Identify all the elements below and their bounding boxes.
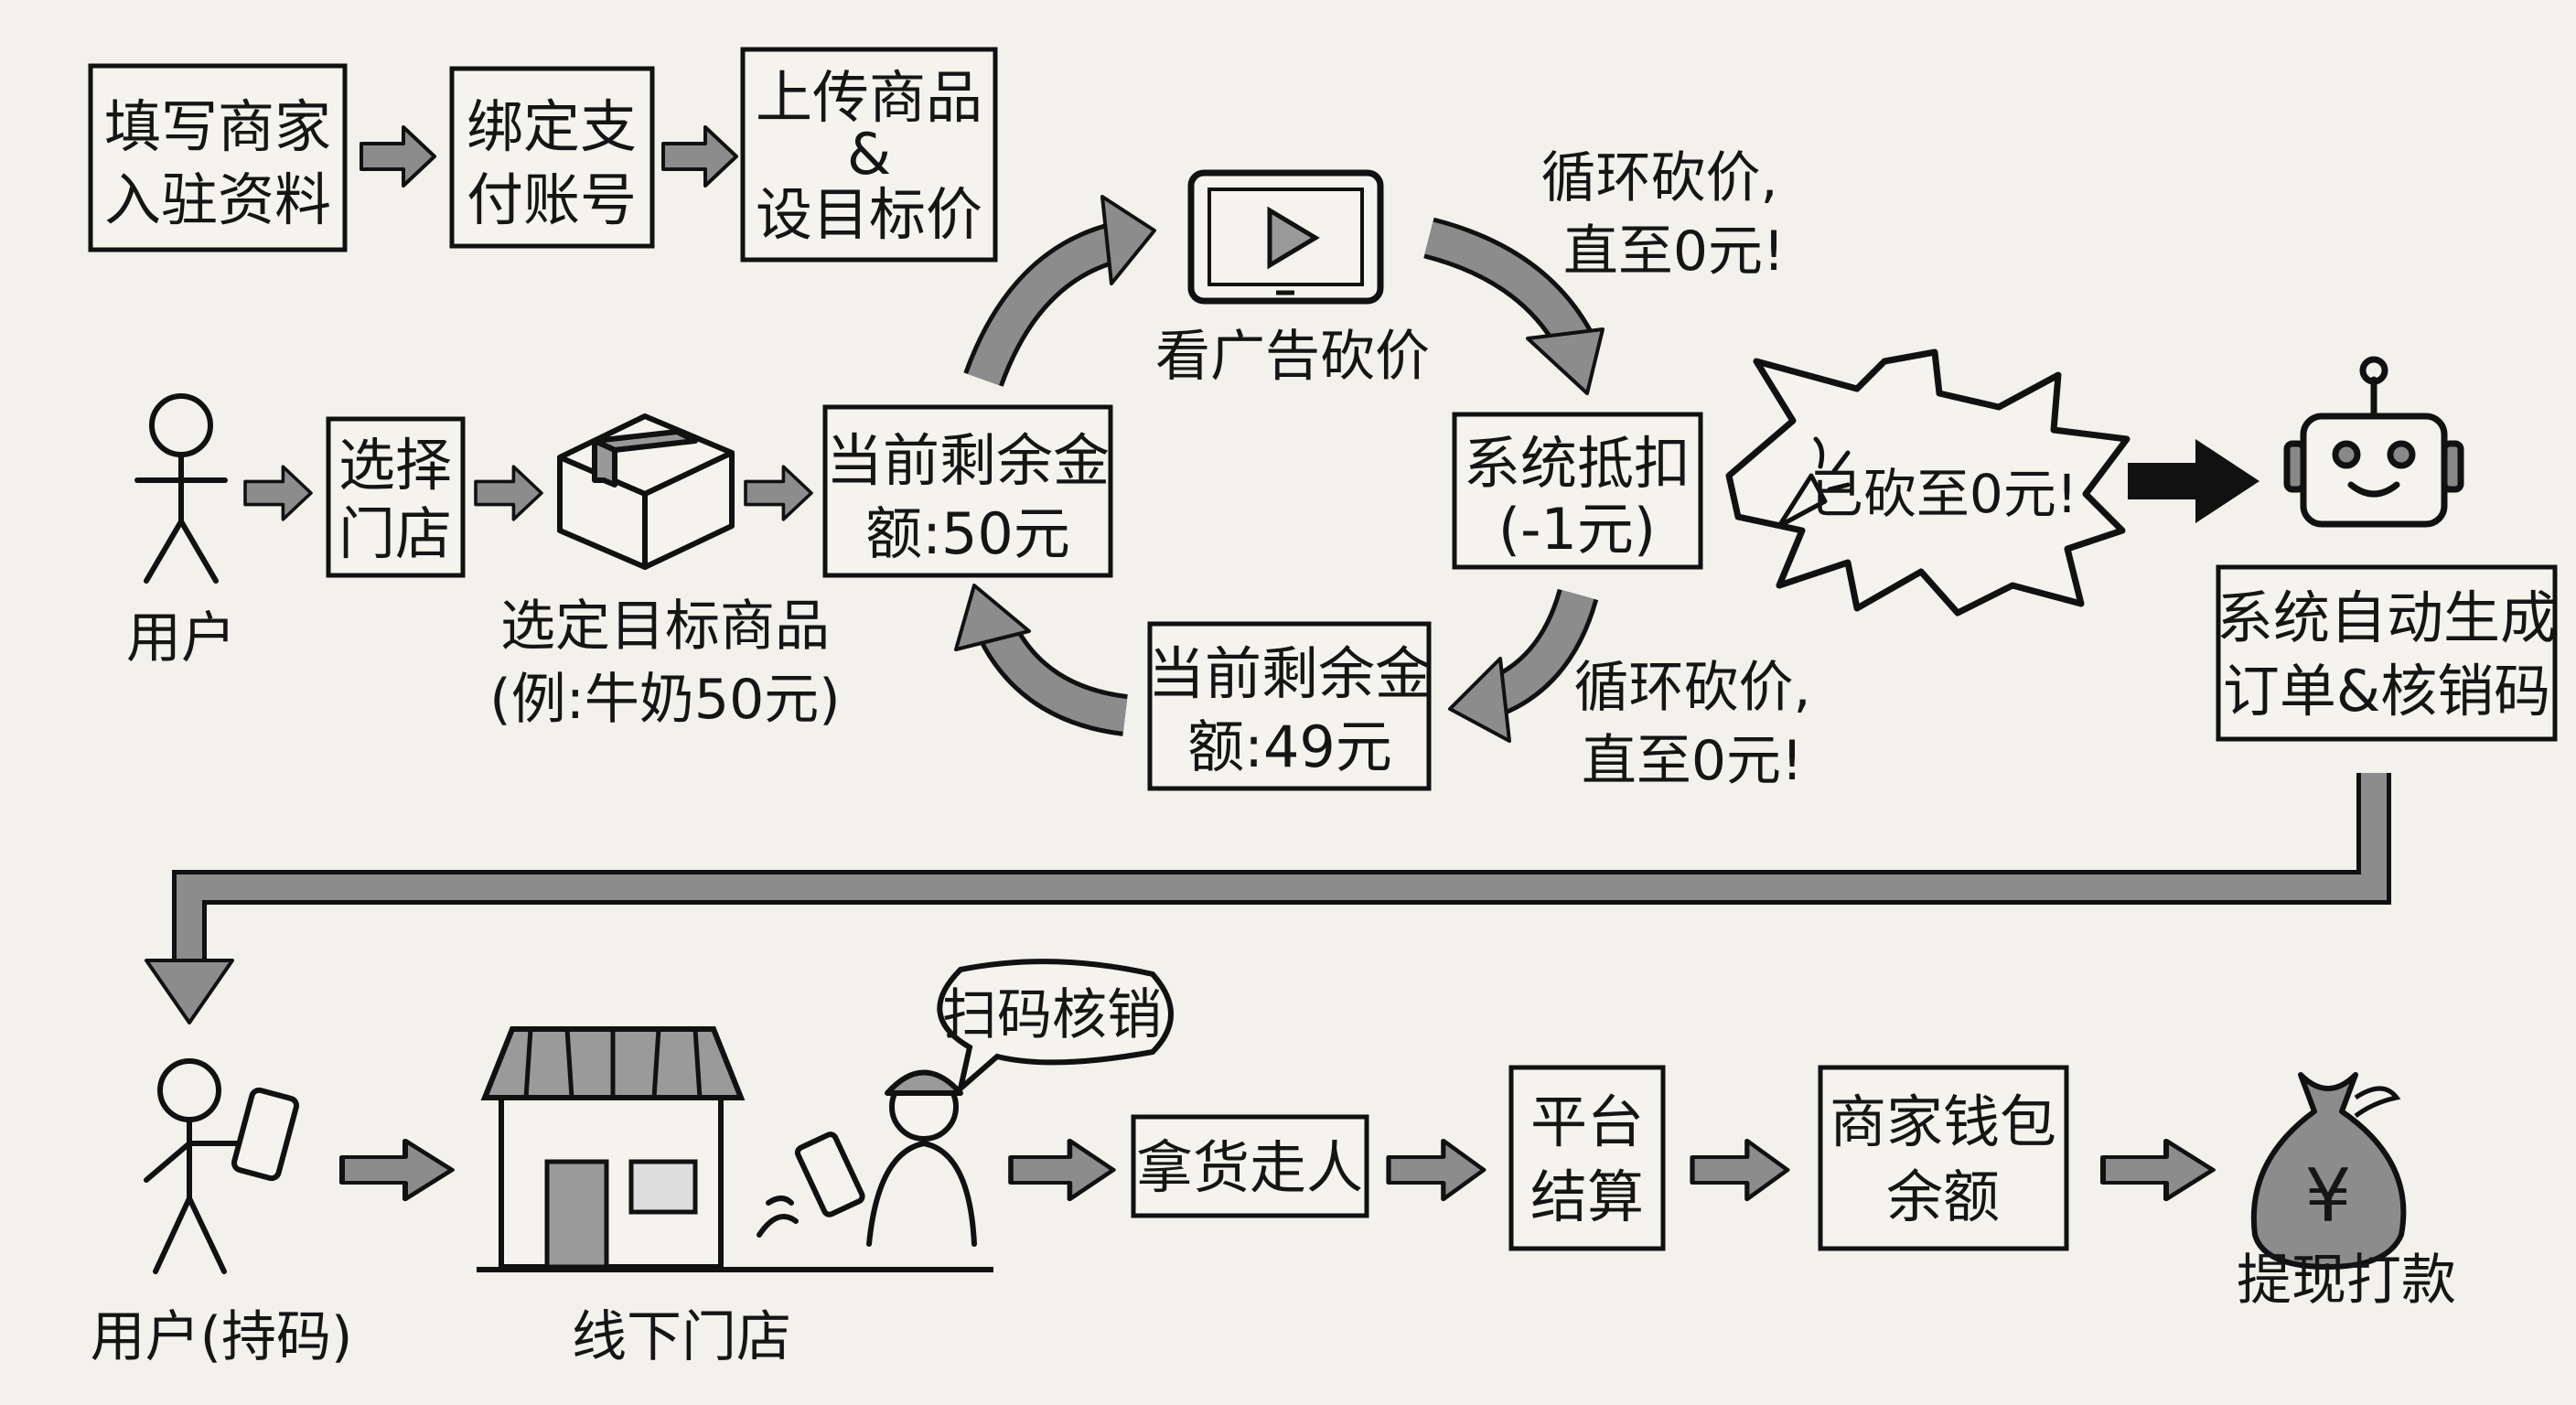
- svg-text:付账号: 付账号: [467, 166, 637, 233]
- svg-text:绑定支: 绑定支: [467, 93, 637, 160]
- withdraw-label: 提现打款: [2237, 1249, 2456, 1313]
- party-popper-icon: [1776, 436, 1851, 529]
- svg-text:循环砍价,: 循环砍价,: [1573, 656, 1810, 720]
- user-label: 用户: [126, 606, 236, 670]
- svg-text:系统抵扣: 系统抵扣: [1464, 430, 1690, 497]
- arrow: [744, 465, 813, 521]
- step-bind-account: 绑定支 付账号: [449, 66, 655, 249]
- pickup-box: 拿货走人: [1131, 1114, 1369, 1218]
- svg-text:入驻资料: 入驻资料: [104, 166, 331, 233]
- svg-text:直至0元!: 直至0元!: [1563, 220, 1785, 284]
- svg-text:&: &: [847, 121, 891, 188]
- svg-text:上传商品: 上传商品: [756, 64, 982, 131]
- success-burst: 已砍至0元!: [1725, 349, 2131, 617]
- arrow: [474, 465, 543, 521]
- arrow: [1692, 1141, 1787, 1199]
- curved-arrow-back-to-balance: [954, 584, 1129, 736]
- svg-text:(-1元): (-1元): [1498, 496, 1656, 563]
- svg-text:额:50元: 额:50元: [865, 500, 1070, 567]
- ad-label: 看广告砍价: [1155, 325, 1430, 389]
- balance-49-box: 当前剩余金 额:49元: [1147, 621, 1432, 791]
- user-code-label: 用户(持码): [91, 1305, 353, 1369]
- svg-text:选择: 选择: [338, 432, 452, 499]
- arrow: [2103, 1141, 2213, 1199]
- svg-text:扫码核销: 扫码核销: [942, 983, 1162, 1047]
- store-label: 线下门店: [572, 1305, 791, 1369]
- connector-arrow: [145, 773, 2391, 1024]
- package-box-icon: [557, 413, 735, 570]
- curved-arrow-to-ad: [963, 195, 1156, 387]
- arrow: [360, 125, 436, 188]
- deduct-box: 系统抵扣 (-1元): [1452, 412, 1703, 570]
- black-arrow: [2128, 439, 2259, 523]
- svg-text:订单&核销码: 订单&核销码: [2223, 658, 2550, 724]
- robot-icon: [2283, 356, 2464, 528]
- svg-text:商家钱包: 商家钱包: [1830, 1089, 2056, 1155]
- svg-text:设目标价: 设目标价: [756, 181, 982, 248]
- svg-text:门店: 门店: [338, 500, 452, 567]
- product-label: 选定目标商品: [500, 595, 830, 659]
- arrow: [342, 1141, 452, 1199]
- svg-text:额:49元: 额:49元: [1187, 713, 1392, 780]
- svg-text:填写商家: 填写商家: [104, 93, 331, 160]
- order-box: 系统自动生成 订单&核销码: [2216, 564, 2558, 742]
- svg-text:拿货走人: 拿货走人: [1136, 1134, 1363, 1201]
- balance-50-box: 当前剩余金 额:50元: [822, 404, 1113, 578]
- svg-text:循环砍价,: 循环砍价,: [1540, 146, 1777, 210]
- settlement-box: 平台 结算: [1508, 1065, 1666, 1251]
- arrow: [1389, 1141, 1484, 1199]
- svg-text:当前剩余金: 当前剩余金: [826, 427, 1110, 494]
- step-upload-goods: 上传商品 & 设目标价: [740, 47, 998, 263]
- cashier-scanning-icon: [757, 1069, 977, 1247]
- step-select-store: 选择 门店: [326, 416, 466, 578]
- step-merchant-info: 填写商家 入驻资料: [88, 63, 348, 252]
- money-bag-icon: ¥: [2250, 1072, 2407, 1270]
- svg-text:当前剩余金: 当前剩余金: [1148, 640, 1432, 707]
- svg-text:余额: 余额: [1886, 1164, 2000, 1230]
- store-icon: [477, 1026, 993, 1272]
- user-stick-figure: [134, 393, 228, 584]
- curved-arrow-to-deduct: [1423, 217, 1605, 395]
- arrow: [1011, 1141, 1113, 1199]
- user-with-phone-figure: [144, 1058, 299, 1274]
- svg-text:结算: 结算: [1530, 1164, 1644, 1230]
- svg-text:系统自动生成: 系统自动生成: [2216, 585, 2557, 651]
- curved-arrow-to-balance-49: [1448, 588, 1599, 743]
- arrow: [661, 125, 738, 188]
- product-example: (例:牛奶50元): [489, 668, 840, 732]
- arrow: [243, 465, 313, 521]
- wallet-box: 商家钱包 余额: [1818, 1065, 2069, 1251]
- tv-play-icon: [1187, 169, 1384, 305]
- svg-text:¥: ¥: [2305, 1153, 2352, 1239]
- svg-text:平台: 平台: [1530, 1089, 1644, 1155]
- scan-speech-bubble: 扫码核销: [937, 959, 1174, 1097]
- svg-text:已砍至0元!: 已砍至0元!: [1810, 463, 2077, 525]
- svg-text:直至0元!: 直至0元!: [1582, 729, 1803, 793]
